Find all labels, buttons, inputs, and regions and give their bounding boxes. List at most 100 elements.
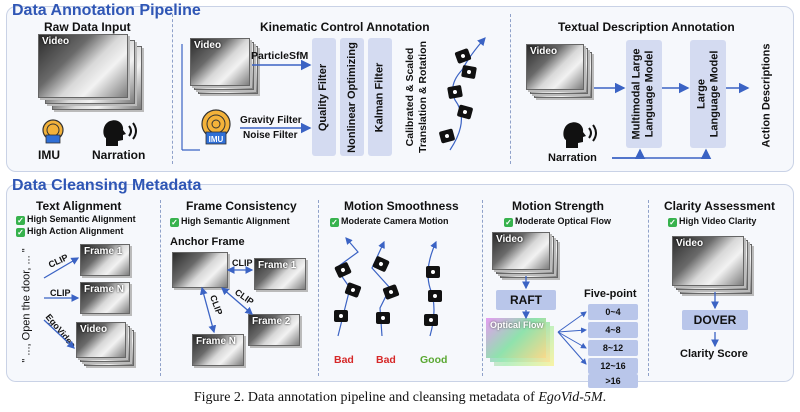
nonlinear-optimizing-box: Nonlinear Optimizing [340, 38, 364, 156]
optical-flow-label: Optical Flow [490, 320, 544, 330]
fc-clip1: CLIP [232, 258, 253, 268]
kinematic-imu-icon: IMU [201, 109, 231, 145]
mllm-line2: Language Model [644, 50, 656, 138]
cleansing-panel [6, 184, 794, 382]
ta-video: Video [76, 322, 126, 358]
textual-video-stack: Video [526, 44, 596, 104]
clarity-check: ✓High Video Clarity [668, 216, 757, 227]
bin-2: 8~12 [588, 340, 638, 356]
camera-icon [376, 312, 390, 324]
kinematic-imu-tag: IMU [209, 135, 224, 144]
raw-video-stack: Video [38, 34, 148, 114]
check-icon: ✓ [170, 218, 179, 227]
check-icon: ✓ [16, 216, 25, 225]
figure-caption: Figure 2. Data annotation pipeline and c… [0, 390, 800, 406]
dover-box: DOVER [682, 310, 748, 330]
annotation-title: Data Annotation Pipeline [12, 2, 201, 19]
ta-video-label: Video [80, 324, 108, 335]
bin-0: 0~4 [588, 304, 638, 320]
llm-box: Large Language Model [690, 40, 726, 148]
kinematic-video-label: Video [194, 40, 222, 51]
kinematic-title: Kinematic Control Annotation [260, 20, 430, 34]
clarity-video-label: Video [676, 238, 704, 249]
textual-narration-speaker-icon [563, 122, 597, 148]
check-icon: ✓ [330, 218, 339, 227]
separator [160, 200, 161, 376]
separator [482, 200, 483, 376]
mst-video: Video [492, 232, 550, 270]
ta-clip2: CLIP [50, 288, 71, 298]
raw-video-label: Video [42, 36, 70, 47]
raw-input-title: Raw Data Input [44, 20, 131, 34]
fc-frameN-label: Frame N [196, 336, 237, 347]
clarity-arrows [711, 292, 719, 348]
fc-frame1-label: Frame 1 [258, 260, 297, 271]
narration-speaker-icon [103, 120, 137, 146]
raw-narration-label: Narration [92, 148, 146, 162]
fc-arrows [199, 266, 254, 334]
caption-prefix: Figure 2. Data annotation pipeline and c… [193, 390, 539, 405]
bin-1: 4~8 [588, 322, 638, 338]
fc-frame2-label: Frame 2 [252, 316, 291, 327]
five-point-label: Five-point [584, 288, 637, 300]
bin-4: >16 [588, 374, 638, 388]
text-alignment-title: Text Alignment [36, 199, 122, 213]
textual-video-label: Video [530, 46, 558, 57]
camera-icon [426, 266, 440, 278]
camera-icon [424, 314, 438, 326]
motion-smoothness-title: Motion Smoothness [344, 199, 459, 213]
ta-frameN-label: Frame N [84, 284, 125, 295]
camera-icon [428, 290, 442, 302]
mllm-line1: Multimodal Large [631, 48, 643, 140]
smoothness-label-2: Bad [376, 354, 396, 366]
ta-arrows [43, 257, 80, 349]
camera-icon [461, 64, 477, 80]
gravity-filter-label: Gravity Filter [240, 115, 302, 126]
action-descriptions-label: Action Descriptions [760, 43, 773, 147]
frame-consistency-title: Frame Consistency [186, 199, 297, 213]
bin-3: 12~16 [588, 358, 638, 374]
check-icon: ✓ [668, 218, 677, 227]
cleansing-title: Data Cleansing Metadata [12, 177, 202, 194]
kinematic-video-stack: Video [190, 38, 260, 98]
separator [648, 200, 649, 376]
smoothness-label-1: Bad [334, 354, 354, 366]
noise-filter-label: Noise Filter [243, 130, 298, 141]
ta-frameN: Frame N [80, 282, 130, 314]
ms-check: ✓Moderate Camera Motion [330, 216, 449, 227]
textual-narration-label: Narration [548, 152, 597, 164]
motion-trajectories [335, 237, 437, 337]
fc-frame2: Frame 2 [248, 314, 300, 346]
check-icon: ✓ [16, 228, 25, 237]
separator [510, 14, 511, 164]
separator [172, 14, 173, 164]
caption-suffix: . [602, 390, 607, 405]
mst-arrows [522, 276, 587, 365]
motion-strength-title: Motion Strength [512, 199, 604, 213]
fc-frameN: Frame N [192, 334, 244, 366]
clarity-score-label: Clarity Score [680, 348, 748, 360]
action-descriptions-box: Action Descriptions [752, 40, 782, 150]
camera-icon [334, 310, 348, 322]
optical-flow-stack: Optical Flow [486, 318, 556, 370]
smoothness-label-3: Good [420, 354, 448, 366]
camera-icon [447, 84, 463, 100]
separator [318, 200, 319, 376]
ta-frame1-label: Frame 1 [84, 246, 123, 257]
text-alignment-check1: ✓High Semantic Alignment [16, 214, 136, 225]
caption-emph: EgoVid-5M [538, 390, 603, 405]
imu-label: IMU [38, 148, 60, 162]
fc-frame1: Frame 1 [254, 258, 306, 290]
kinematic-arrows [181, 37, 750, 159]
particle-sfm-label: ParticleSfM [251, 50, 309, 62]
mst-video-label: Video [496, 234, 524, 245]
llm-line1: Large [695, 79, 707, 109]
raft-box: RAFT [496, 290, 556, 310]
fc-check: ✓High Semantic Alignment [170, 216, 290, 227]
clarity-title: Clarity Assessment [664, 199, 775, 213]
ta-frame1: Frame 1 [80, 244, 130, 276]
check-icon: ✓ [504, 218, 513, 227]
text-alignment-check2: ✓High Action Alignment [16, 226, 124, 237]
llm-line2: Language Model [708, 50, 720, 138]
imu-icon [42, 119, 64, 144]
